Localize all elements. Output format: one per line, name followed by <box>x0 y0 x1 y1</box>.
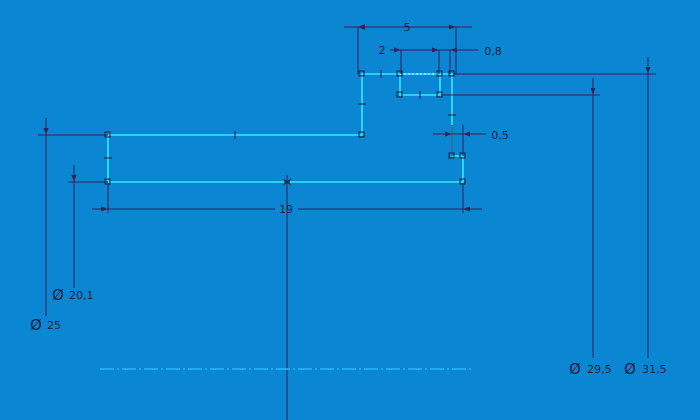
dia-25-label: 25 <box>47 319 61 332</box>
dimension-2-label: 2 <box>379 44 386 57</box>
dimension-5-label: 5 <box>404 21 411 34</box>
dimension-dia-295[interactable] <box>442 78 600 358</box>
dia-25-symbol: Ø <box>30 316 42 334</box>
dimension-dia-315[interactable] <box>454 57 656 358</box>
dimension-arrowheads <box>43 24 651 212</box>
profile-geometry[interactable] <box>107 73 464 183</box>
dia-295-label: 29,5 <box>587 363 612 376</box>
dimension-dia-201[interactable] <box>68 165 108 288</box>
dimension-dia-25[interactable] <box>38 118 108 316</box>
dimension-05-label: 0,5 <box>491 129 509 142</box>
dia-295-symbol: Ø <box>569 360 581 378</box>
vertex-markers <box>104 70 466 185</box>
dimension-08-label: 0,8 <box>484 45 502 58</box>
dimension-2[interactable] <box>390 49 437 74</box>
dimension-19[interactable] <box>92 184 482 213</box>
dimension-19-label: 19 <box>279 203 293 216</box>
dia-315-label: 31,5 <box>642 363 667 376</box>
dia-315-symbol: Ø <box>624 360 636 378</box>
dia-201-symbol: Ø <box>52 286 64 304</box>
dimension-08[interactable] <box>430 49 478 74</box>
constraint-marks <box>104 70 456 186</box>
dimension-05[interactable] <box>433 125 486 156</box>
dia-201-label: 20,1 <box>69 289 94 302</box>
